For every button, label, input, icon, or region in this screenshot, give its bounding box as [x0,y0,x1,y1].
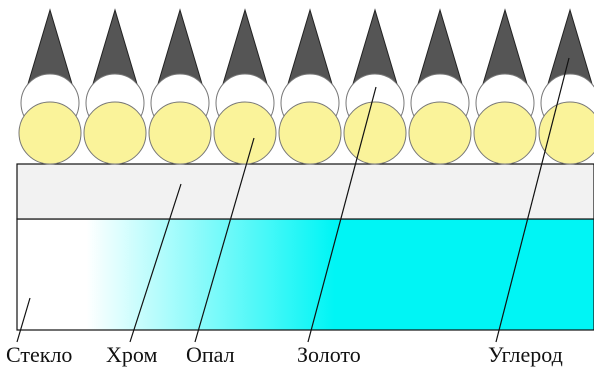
carbon-cone-icon [157,8,203,85]
opal-sphere-icon [343,101,407,165]
label-opal: Опал [186,342,235,367]
opal-sphere-icon [408,101,472,165]
carbon-cone-icon [482,8,528,85]
gold-leader-line [307,86,377,343]
opal-sphere-icon [278,101,342,165]
carbon-cone-icon [92,8,138,85]
chrome-layer [16,163,594,220]
carbon-cone-icon [287,8,333,85]
opal-sphere-icon [18,101,82,165]
glass-leader-line [16,297,31,343]
opal-sphere-icon [538,101,594,165]
carbon-cone-icon [547,8,593,85]
carbon-leader-line [495,57,570,343]
carbon-cone-icon [417,8,463,85]
opal-sphere-icon [83,101,147,165]
chrome-leader-line [129,183,182,343]
opal-leader-line [194,137,255,343]
leader-lines [16,57,570,343]
label-carbon: Углерод [488,342,563,367]
particle-columns [18,8,594,165]
label-glass: Стекло [6,342,73,367]
label-gold: Золото [297,342,361,367]
opal-sphere-icon [473,101,537,165]
carbon-cone-icon [222,8,268,85]
carbon-cone-icon [352,8,398,85]
label-chrome: Хром [106,342,158,367]
carbon-cone-icon [27,8,73,85]
opal-sphere-icon [148,101,212,165]
glass-layer [16,218,594,331]
opal-sphere-icon [213,101,277,165]
